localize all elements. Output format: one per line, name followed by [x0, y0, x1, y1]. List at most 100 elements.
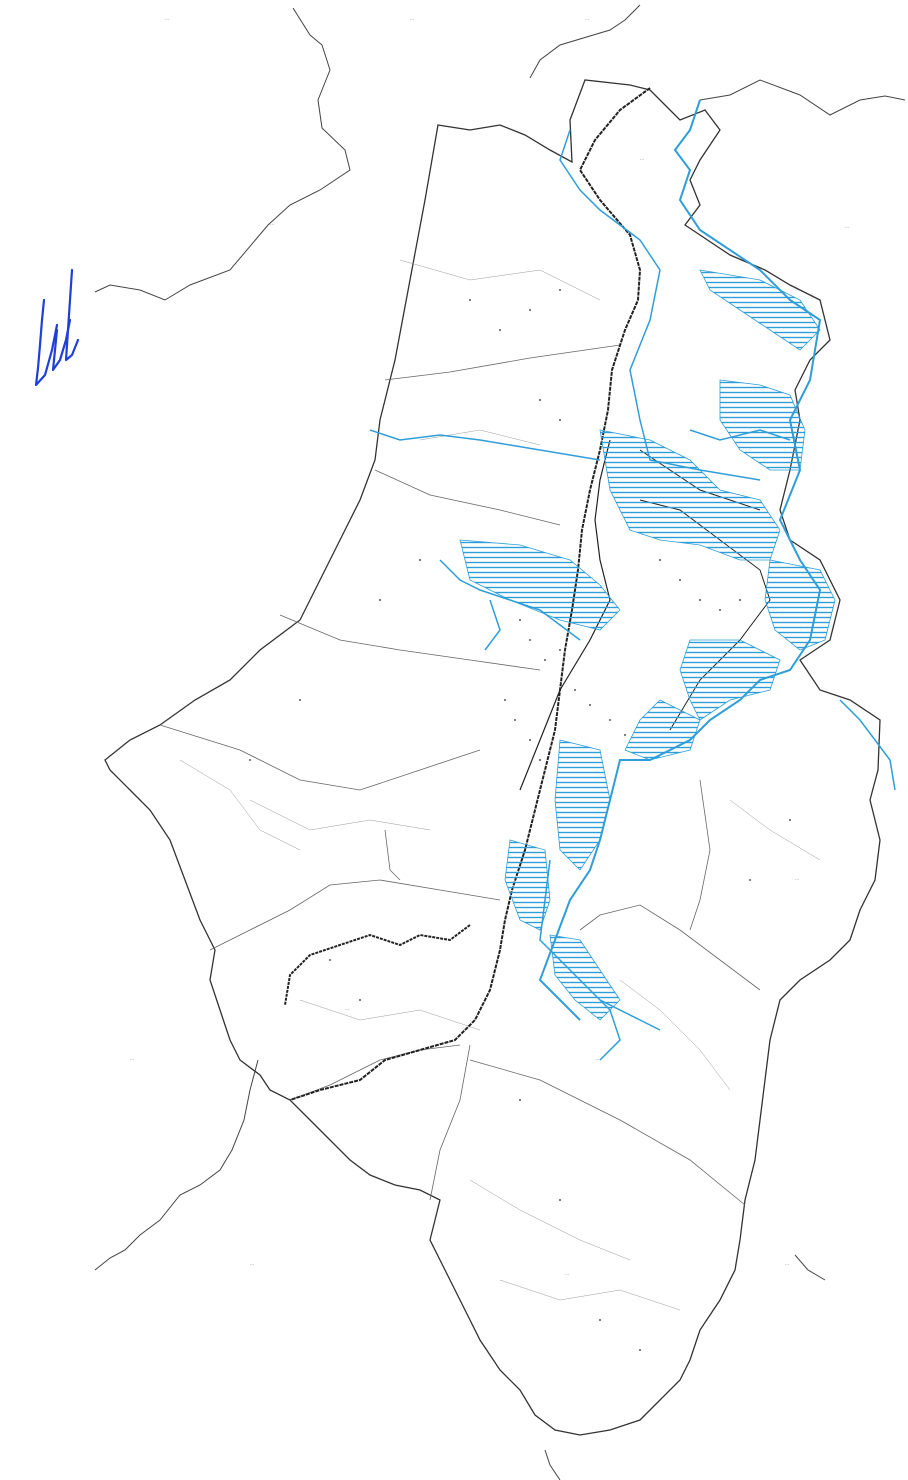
municipal-boundary — [104, 79, 881, 1436]
settlement-dot — [529, 309, 531, 311]
settlement-dot — [519, 1099, 521, 1101]
district-line-8 — [429, 1044, 471, 1201]
settlement-dot — [469, 299, 471, 301]
settlement-dots — [249, 289, 791, 1351]
signature-stroke-3 — [64, 268, 80, 362]
settlement-dot — [529, 739, 531, 741]
label-top-right: ... — [585, 16, 589, 22]
settlement-dot — [719, 609, 721, 611]
main-river — [538, 99, 822, 1021]
settlement-dot — [599, 1319, 601, 1321]
settlement-dot — [329, 959, 331, 961]
neighbour-boundaries — [94, 4, 906, 1480]
minor-road — [499, 1279, 681, 1311]
district-line-5 — [384, 829, 401, 881]
settlement-dot — [739, 599, 741, 601]
flood-zone-northeast — [719, 379, 806, 471]
settlement-dot — [419, 559, 421, 561]
flood-zone-south-central — [624, 699, 701, 761]
district-boundaries — [159, 344, 761, 1206]
settlement-dot — [519, 619, 521, 621]
settlement-dot — [639, 1349, 641, 1351]
settlement-dot — [249, 759, 251, 761]
flood-zone-south — [504, 839, 551, 931]
settlement-dot — [699, 599, 701, 601]
signature-stroke-1 — [34, 298, 59, 387]
minor-road — [619, 979, 731, 1091]
settlement-dot — [574, 689, 576, 691]
label-top-mid: ... — [410, 16, 414, 22]
flood-zone-river-bend — [679, 639, 781, 721]
district-line-10 — [679, 929, 761, 991]
label-se-mid: ... — [595, 1056, 599, 1062]
minor-road — [469, 1179, 631, 1261]
flood-zone-north — [699, 269, 821, 351]
settlement-dot — [559, 419, 561, 421]
minor-road — [419, 429, 541, 446]
settlement-dot — [559, 649, 561, 651]
district-line-1 — [384, 344, 621, 381]
settlement-dot — [299, 699, 301, 701]
settlement-dot — [539, 759, 541, 761]
district-line-7 — [289, 1044, 461, 1101]
label-valley: ... — [640, 156, 644, 162]
place-labels: ... ... ... ... ... ... ... ... ... ... … — [130, 16, 849, 1277]
label-top-left: ... — [165, 16, 169, 22]
minor-road — [299, 999, 481, 1031]
settlement-dot — [659, 559, 661, 561]
label-center-south: ... — [345, 1006, 349, 1012]
minor-road — [729, 799, 821, 861]
boundary-north — [529, 4, 641, 79]
district-line-2 — [374, 469, 561, 526]
tributary-central-branch — [484, 599, 501, 651]
flood-zones — [459, 269, 836, 1021]
settlement-dot — [589, 704, 591, 706]
minor-roads — [179, 259, 821, 1311]
settlement-dot — [499, 329, 501, 331]
tributary-east — [839, 699, 896, 791]
flood-zone-west — [459, 539, 621, 631]
tributary-west — [369, 429, 601, 461]
flood-zone-far-south — [549, 934, 621, 1021]
boundary-northwest — [94, 7, 351, 301]
boundary-southeast — [794, 1254, 826, 1281]
flood-zone-south-strip — [554, 739, 611, 871]
district-line-12 — [579, 904, 681, 931]
south-road — [284, 924, 471, 1006]
boundary-northeast — [699, 79, 906, 116]
settlement-dot — [514, 719, 516, 721]
label-far-east: ... — [795, 876, 799, 882]
minor-road — [249, 799, 431, 831]
flood-zone-east — [764, 559, 836, 651]
district-line-4 — [159, 724, 481, 791]
label-east: ... — [845, 224, 849, 230]
settlement-dot — [544, 659, 546, 661]
label-nw: ... — [270, 221, 274, 227]
settlement-dot — [559, 1199, 561, 1201]
settlement-dot — [624, 734, 626, 736]
settlement-dot — [504, 699, 506, 701]
settlement-dot — [529, 639, 531, 641]
settlement-dot — [789, 819, 791, 821]
settlement-dot — [539, 399, 541, 401]
boundary-south — [544, 1449, 561, 1480]
railway — [289, 87, 651, 1101]
settlement-dot — [749, 879, 751, 881]
label-southeast: ... — [785, 1261, 789, 1267]
minor-road — [399, 259, 601, 301]
label-south: ... — [565, 1271, 569, 1277]
settlement-dot — [359, 999, 361, 1001]
label-sw-small: ... — [130, 1056, 134, 1062]
settlement-dot — [679, 579, 681, 581]
handwritten-signature — [34, 268, 80, 387]
district-line-9 — [469, 1059, 746, 1206]
settlement-dot — [379, 599, 381, 601]
label-west: ... — [250, 1261, 254, 1267]
boundary-west-river — [94, 1059, 259, 1271]
district-line-3 — [279, 614, 541, 671]
settlement-dot — [609, 719, 611, 721]
minor-road — [179, 759, 301, 851]
settlement-dot — [559, 289, 561, 291]
district-line-11 — [689, 779, 711, 931]
